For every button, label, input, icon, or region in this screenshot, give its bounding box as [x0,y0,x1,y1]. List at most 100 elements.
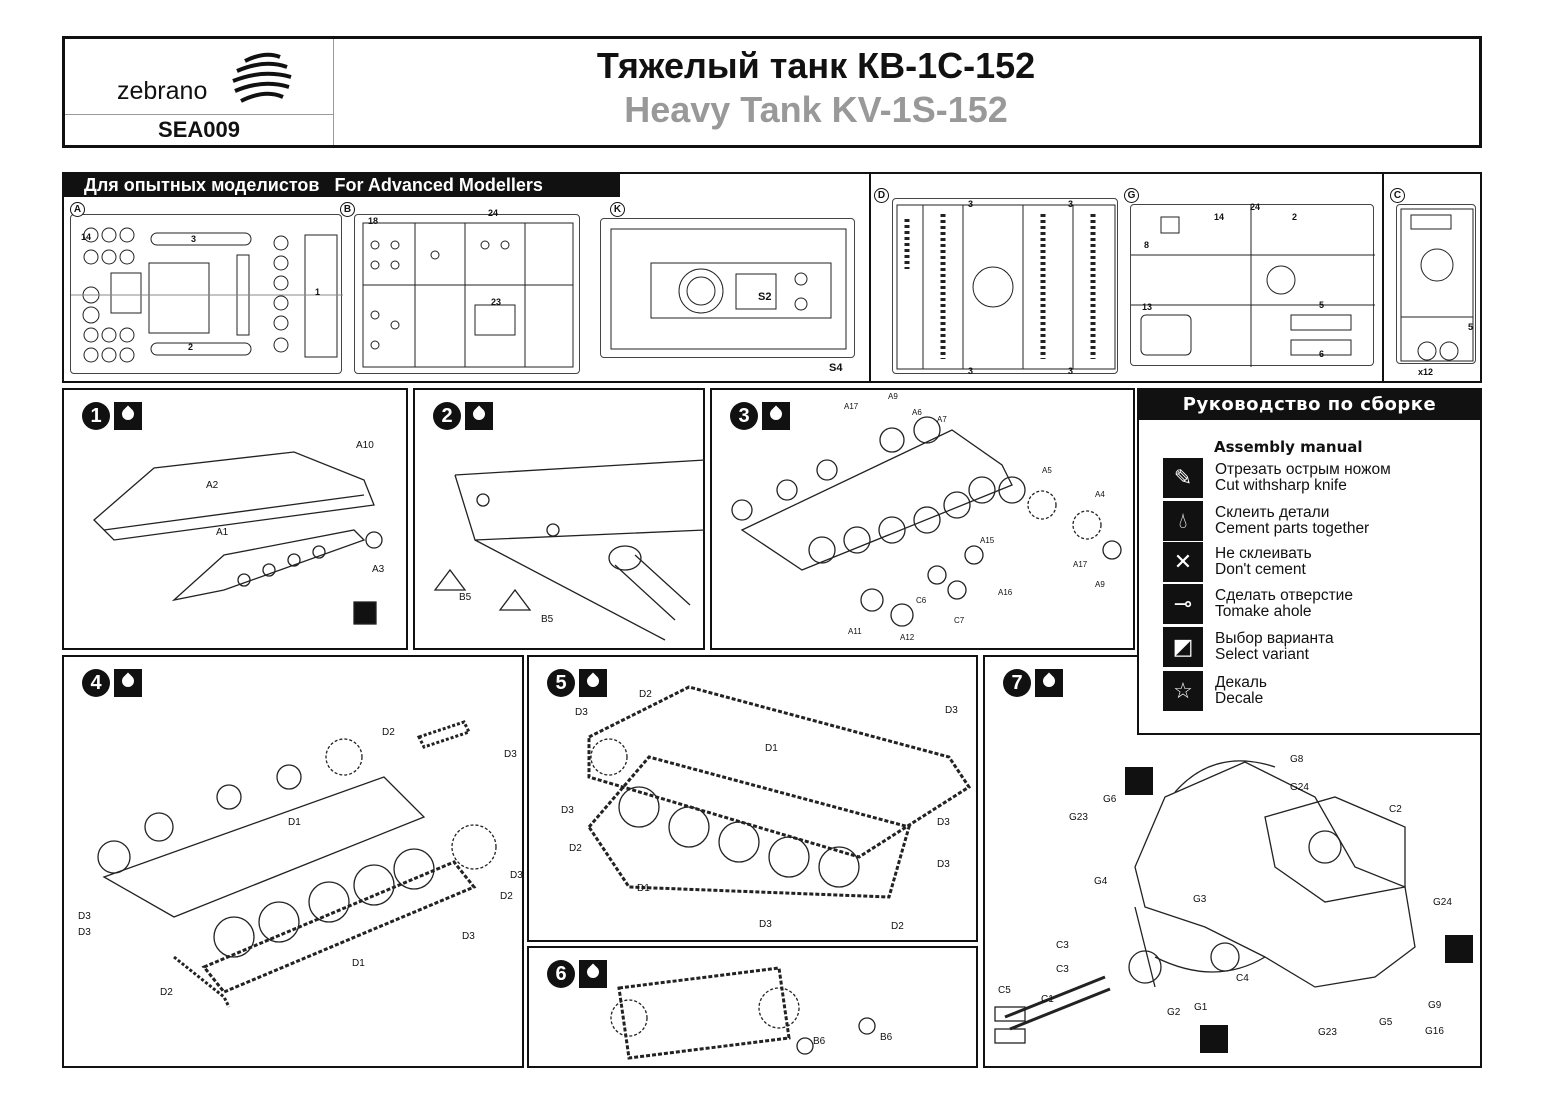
part-label: D3 [504,749,517,760]
legend-text-ru: Не склеивать [1215,545,1312,562]
brand-logo-text: zebrano [117,77,208,105]
sprue-a-drawing [71,227,343,363]
assembly-legend: Руководство по сборке Assembly manual ✎О… [1137,388,1482,735]
cement-drop-icon [114,402,142,430]
step-1-panel: 1 A10 A2 A1 A3 [62,388,408,650]
part-label: A16 [998,588,1013,597]
part-label: A10 [356,440,374,451]
step-number: 4 [82,669,110,697]
tracks-fitted-drawing [587,685,972,899]
part-label: G23 [1318,1027,1337,1038]
part-a2: 2 [188,342,194,352]
part-label: B6 [880,1032,893,1043]
part-g14: 14 [1214,212,1225,222]
legend-text-ru: Сделать отверстие [1215,587,1353,604]
part-label: A17 [844,402,859,411]
part-label: D1 [352,958,365,969]
part-label: D3 [759,919,772,930]
part-d3: 3 [968,199,974,209]
sprue-letter-d: D [874,188,889,203]
part-label: C3 [1056,964,1069,975]
title-block: zebrano SEA009 Тяжелый танк КВ-1С-152 He… [62,36,1482,148]
part-label: D2 [382,727,395,738]
advanced-modellers-banner: Для опытных моделистов For Advanced Mode… [64,174,620,197]
sprue-b-drawing [362,222,574,368]
part-label: D2 [500,891,513,902]
part-a14: 14 [81,232,92,242]
legend-text-en: Cement parts together [1215,520,1370,537]
part-label: D2 [160,987,173,998]
legend-text-ru: Декаль [1215,674,1267,691]
part-b18: 18 [368,216,379,226]
knife-icon: ✎ [1163,458,1203,498]
sprue-letter-a: A [70,202,85,217]
sprue-letter-c: C [1390,188,1405,203]
part-g13: 13 [1142,302,1153,312]
part-label: C3 [1056,940,1069,951]
part-g2: 2 [1292,212,1298,222]
part-d3: 3 [1068,199,1074,209]
part-g8: 8 [1144,240,1150,250]
part-d3: 3 [968,366,974,376]
part-label: D3 [561,805,574,816]
legend-text-en: Decale [1215,690,1264,707]
part-label: G9 [1428,1000,1442,1011]
cement-drop-icon [114,669,142,697]
step-2-panel: 2 B5 B5 [413,388,706,650]
part-label: G16 [1425,1026,1444,1037]
part-label: G5 [1379,1017,1393,1028]
part-s4: S4 [829,362,843,374]
step-6-panel: 6 B6 B6 [527,946,978,1068]
divider [869,174,871,381]
divider [333,39,334,145]
part-label: A17 [1073,560,1088,569]
sprue-layout: Для опытных моделистов For Advanced Mode… [62,172,1482,383]
part-label: G6 [1103,794,1117,805]
sprue-k [600,218,855,358]
cement-drop-icon: 💧︎ [1163,501,1203,541]
hull-rear-drawing [433,459,706,641]
no-cement-icon: ✕ [1163,542,1203,582]
legend-subtitle: Assembly manual [1214,438,1363,456]
part-label: G23 [1069,812,1088,823]
part-label: C7 [954,616,965,625]
step-number: 2 [433,402,461,430]
divider [65,114,333,115]
suspension-drawing [731,416,1122,627]
part-label: C2 [1389,804,1402,815]
part-label: D3 [937,817,950,828]
sprue-k-drawing [610,228,847,350]
step-number: 3 [730,402,758,430]
divider [1382,174,1384,381]
cement-drop-icon [465,402,493,430]
part-s2: S2 [758,291,772,303]
sprue-g [1130,204,1375,367]
legend-text-ru: Выбор варианта [1215,630,1334,647]
part-label: D3 [945,705,958,716]
decal-star-icon: ☆ [1163,671,1203,711]
zebra-logo-icon [232,52,292,103]
part-label: G24 [1433,897,1452,908]
step-3-panel: 3 A17 A9 A6 A7 A5 A4 A17 A9 A15 A16 C6 C… [710,388,1135,650]
part-g6: 6 [1319,349,1325,359]
part-label: G4 [1094,876,1108,887]
kit-code: SEA009 [158,117,240,142]
part-label: A3 [372,564,385,575]
part-label: B5 [541,614,554,625]
track-install-drawing [97,720,497,1008]
step-number: 1 [82,402,110,430]
part-label: A9 [1095,580,1105,589]
part-a1: 1 [315,287,321,297]
part-g5: 5 [1319,300,1325,310]
part-label: C1 [1041,994,1054,1005]
part-label: D1 [765,743,778,754]
part-label: D3 [78,927,91,938]
cement-drop-icon [579,669,607,697]
part-label: C5 [998,985,1011,996]
part-label: D3 [575,707,588,718]
